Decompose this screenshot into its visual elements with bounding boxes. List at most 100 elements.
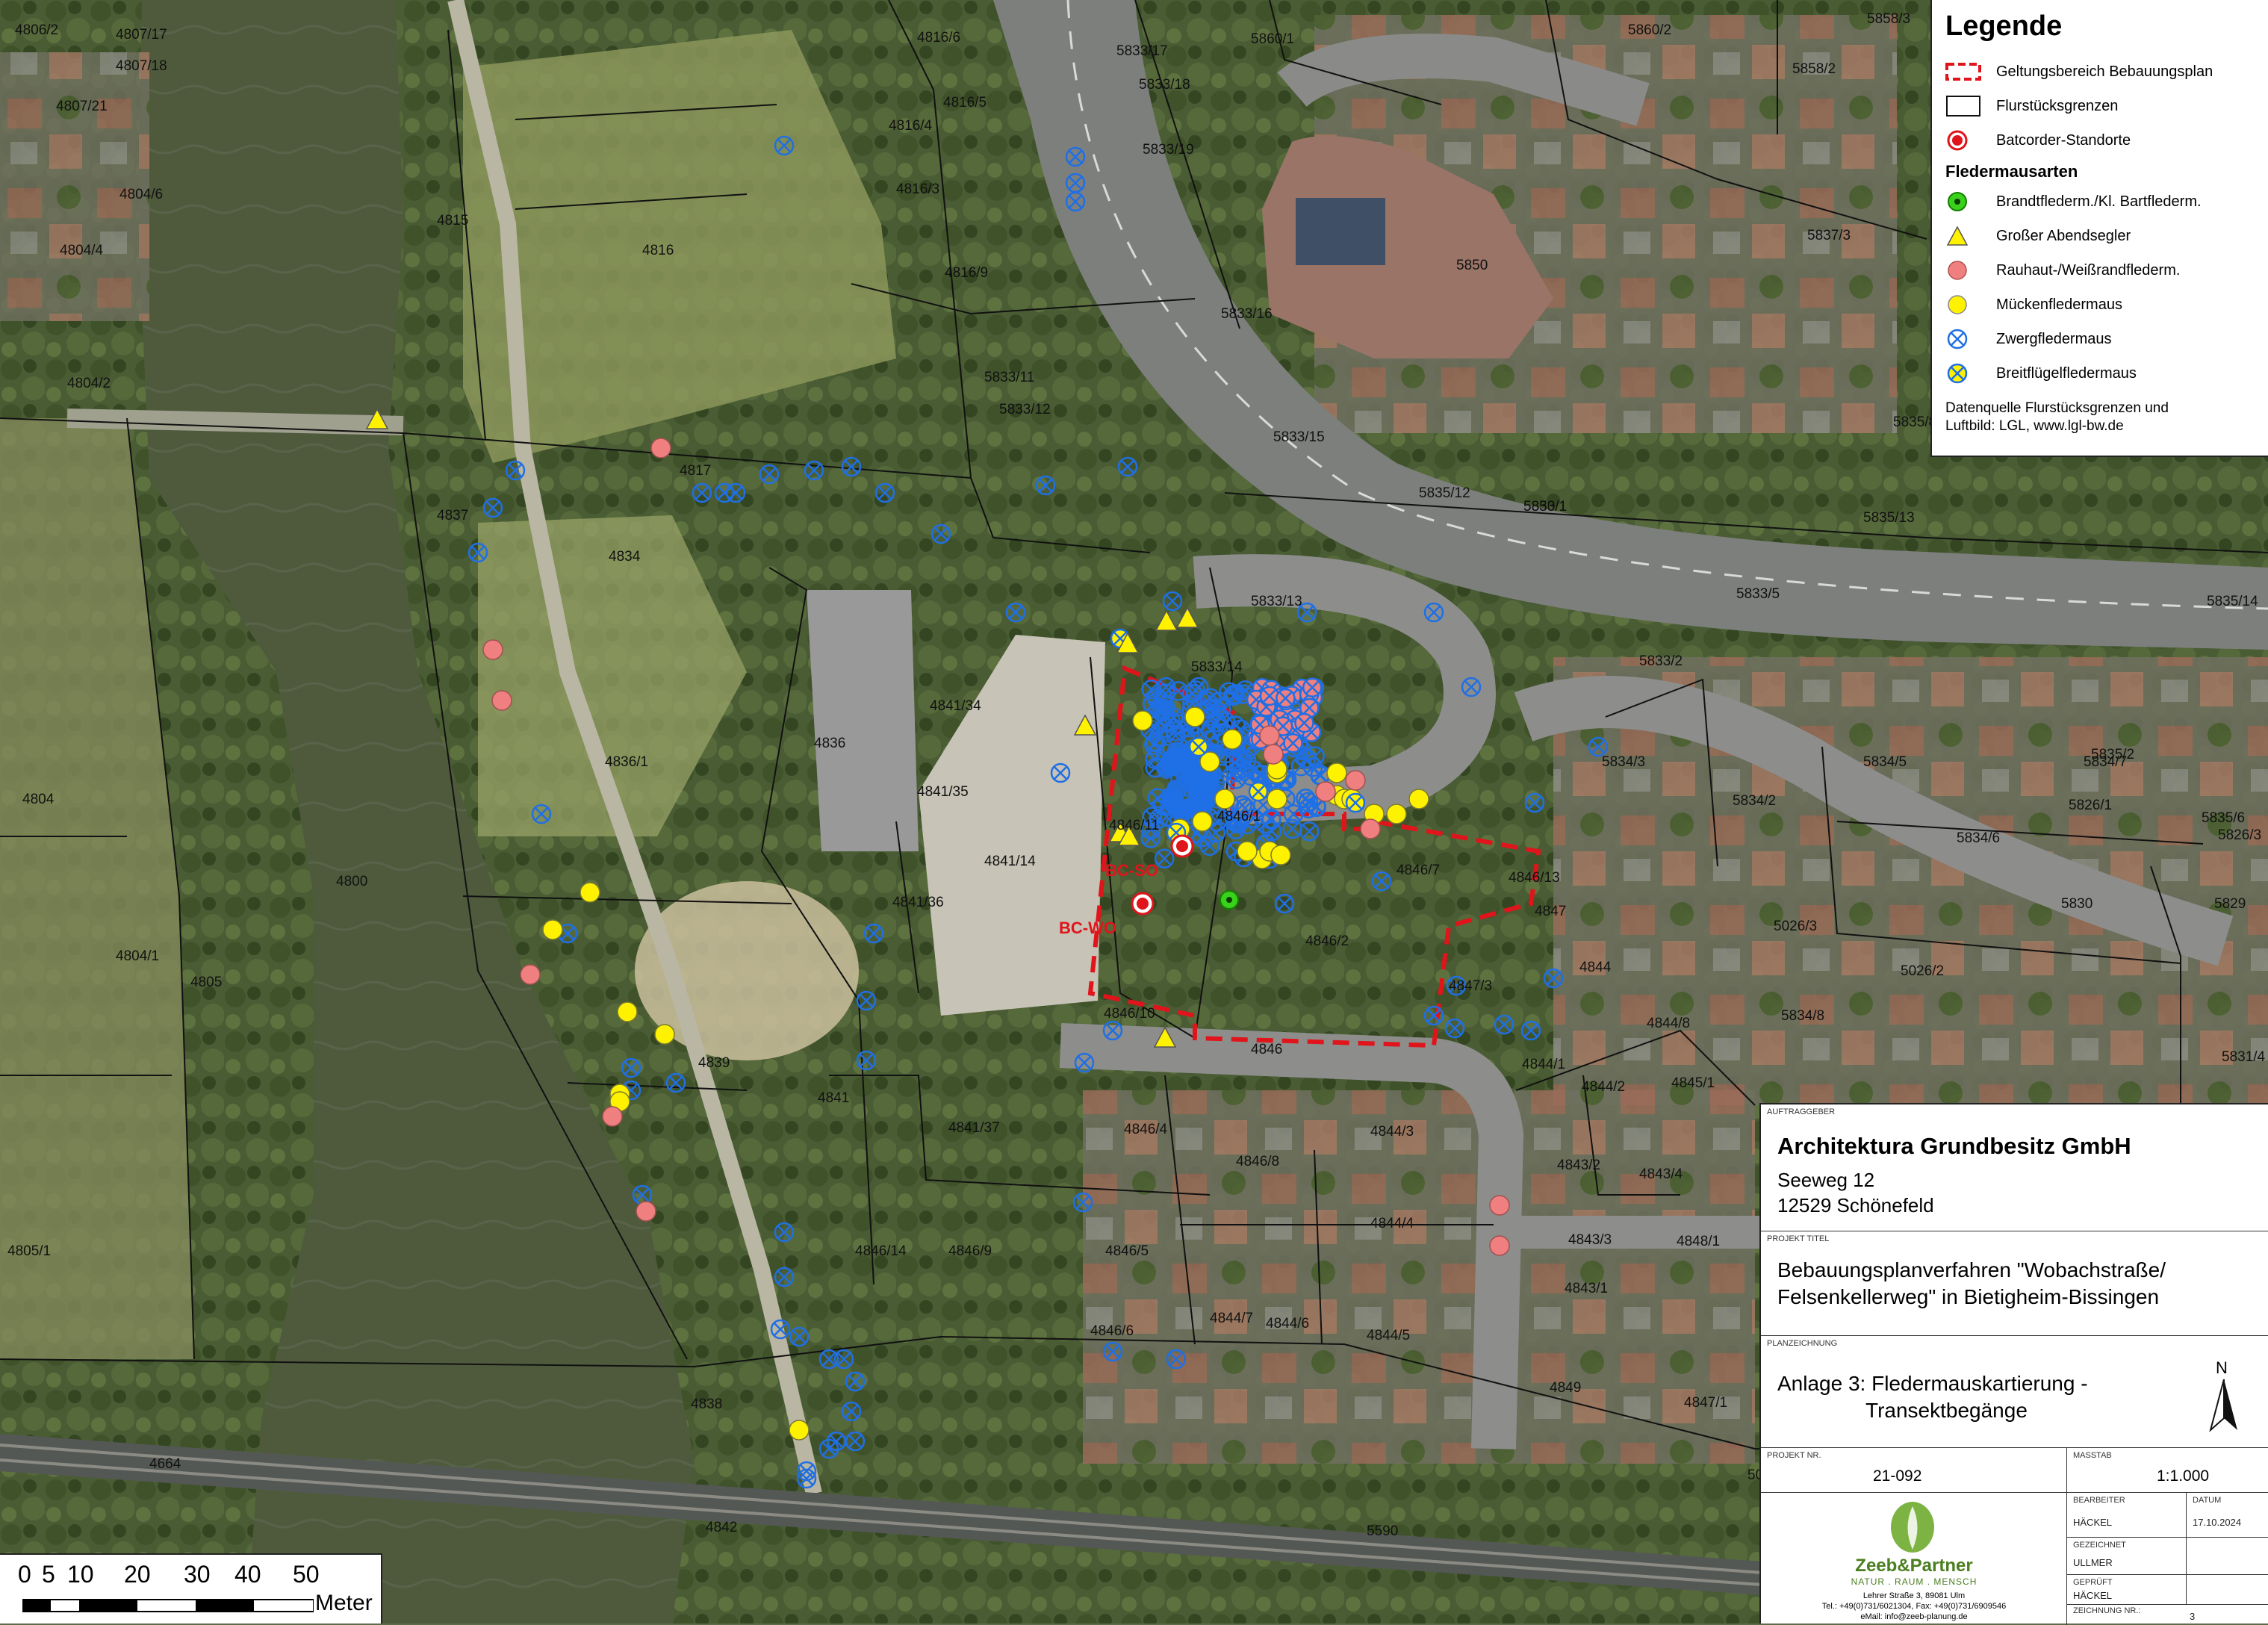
zwergfledermaus-point — [863, 923, 884, 944]
scale-bar: 0 5 10 20 30 40 50 Meter — [0, 1553, 382, 1624]
parcel-label: 4804 — [22, 792, 55, 807]
parcel-label: 4846/8 — [1236, 1154, 1280, 1169]
batcorder-label-wo: BC-WO — [1059, 919, 1116, 937]
mueckenfledermaus-point — [654, 1024, 675, 1045]
zwergfledermaus-point — [1461, 677, 1482, 697]
client-section: AUFTRAGGEBER Architektura Grundbesitz Gm… — [1761, 1104, 2268, 1231]
legend-species-title: Fledermausarten — [1945, 162, 2078, 181]
zwergfledermaus-point — [1494, 1014, 1514, 1035]
parcel-label: 4846/5 — [1105, 1243, 1149, 1259]
abendsegler-point — [365, 408, 389, 429]
legend-row-parcels: Flurstücksgrenzen — [1945, 89, 2268, 123]
zwergfledermaus-point — [1102, 1341, 1123, 1362]
parcel-label: 4846/10 — [1104, 1006, 1155, 1022]
legend-label: Geltungsbereich Bebauungsplan — [1996, 63, 2213, 80]
zwergfledermaus-point — [845, 1371, 866, 1392]
parcel-label: 5850 — [1456, 258, 1488, 273]
zwergfledermaus-point — [930, 523, 951, 544]
parcel-label: 4847 — [1535, 904, 1567, 919]
zwergfledermaus-point — [796, 1468, 817, 1489]
zwergfledermaus-point — [1156, 677, 1176, 697]
legend-source-line: Luftbild: LGL, www.lgl-bw.de — [1945, 418, 2124, 434]
parcel-label: 4844 — [1579, 960, 1612, 975]
legend-label: Flurstücksgrenzen — [1996, 97, 2119, 114]
zwergfledermaus-point — [1005, 602, 1026, 623]
parcel-label: 4816/4 — [889, 118, 933, 134]
local-road — [1514, 676, 2234, 966]
zwergfledermaus-point — [692, 482, 712, 503]
zwergfledermaus-point — [1180, 801, 1199, 819]
apartment-building — [919, 635, 1105, 1016]
brandt-point-center — [1226, 897, 1232, 903]
scale-tick-label: 0 — [18, 1561, 31, 1588]
parcel-label: 5858/2 — [1792, 61, 1836, 77]
drawn-caption: GEZEICHNET — [2073, 1541, 2126, 1550]
client-city: 12529 Schönefeld — [1777, 1194, 1934, 1217]
zwergfledermaus-point — [856, 990, 877, 1011]
zwergfledermaus-point — [759, 464, 780, 485]
scale-cell: MASSTAB 1:1.000 — [2067, 1448, 2268, 1493]
parcel-label: 4841 — [818, 1090, 850, 1106]
parcel-label: 5026/2 — [1901, 963, 1945, 979]
blue-crossed-circle-icon — [1945, 326, 1987, 352]
parcel-label: 4816/3 — [896, 181, 940, 197]
zwergfledermaus-point — [1143, 695, 1163, 715]
parcel-label: 4843/3 — [1568, 1232, 1612, 1248]
parcel-label: 4841/34 — [930, 698, 981, 714]
zwergfledermaus-point — [1274, 893, 1295, 914]
parcel-label: 4804/6 — [119, 187, 164, 202]
parcel-label: 5850/1 — [1523, 499, 1568, 515]
title-block: AUFTRAGGEBER Architektura Grundbesitz Gm… — [1759, 1103, 2268, 1625]
checked-value: HÄCKEL — [2073, 1590, 2113, 1601]
zwergfledermaus-point — [482, 497, 503, 518]
parcel-label: 5858/3 — [1867, 11, 1911, 27]
zwergfledermaus-point — [1035, 475, 1056, 496]
parcel-label: 4816/9 — [945, 265, 989, 281]
rauhaut-point — [1315, 781, 1336, 802]
parcel-label: 5833/17 — [1116, 43, 1168, 59]
client-caption: AUFTRAGGEBER — [1767, 1107, 1836, 1116]
rauhaut-point — [520, 964, 541, 985]
parcel-label: 5026/3 — [1774, 919, 1818, 934]
zwergfledermaus-point — [1259, 686, 1280, 706]
parcel-label: 4846/2 — [1305, 933, 1349, 949]
legend-row-batcorder: Batcorder-Standorte — [1945, 123, 2268, 158]
legend-row-rauhaut: Rauhaut-/Weißrandflederm. — [1945, 253, 2268, 288]
checked-cell: GEPRÜFT HÄCKEL — [2067, 1575, 2187, 1605]
mueckenfledermaus-point — [1199, 751, 1220, 772]
parcel-label: 5835/8 — [1893, 414, 1937, 430]
legend-source-line: Datenquelle Flurstücksgrenzen und — [1945, 400, 2169, 416]
parcel-label: 5834/3 — [1602, 754, 1646, 770]
yellow-crossed-circle-icon — [1945, 360, 1987, 387]
zwergfledermaus-point — [1299, 697, 1320, 718]
parcel-label: 5860/1 — [1251, 31, 1295, 47]
date-value: 17.10.2024 — [2193, 1517, 2242, 1528]
parcel-label: 5835/12 — [1419, 485, 1470, 501]
legend-label: Rauhaut-/Weißrandflederm. — [1996, 261, 2181, 279]
legend-row-abendsegler: Großer Abendsegler — [1945, 219, 2268, 253]
brandt-points — [1220, 890, 1239, 910]
rauhaut-point — [1489, 1195, 1510, 1216]
rauhaut-point — [636, 1201, 656, 1222]
parcel-label: 4846/14 — [855, 1243, 907, 1259]
parcel-label: 4804/1 — [116, 948, 160, 964]
parcel-label: 5833/1 — [1523, 499, 1568, 515]
parcel-label: 4845/1 — [1671, 1075, 1715, 1091]
parcel-label: 4846/1 — [1217, 809, 1261, 824]
zwergfledermaus-point — [1273, 716, 1293, 736]
parcel-label: 4846/11 — [1109, 818, 1160, 833]
project-caption: PROJEKT TITEL — [1767, 1234, 1830, 1243]
zwergfledermaus-point — [1283, 733, 1303, 754]
drawing-title-line: Transektbegänge — [1865, 1399, 2028, 1422]
zwergfledermaus-point — [1296, 602, 1317, 623]
firm-email: eMail: info@zeeb-planung.de — [1860, 1612, 1968, 1621]
riverside-path — [447, 0, 822, 1496]
legend-title: Legende — [1945, 10, 2063, 42]
zwergfledermaus-point — [789, 1326, 810, 1347]
zwergfledermaus-point — [1543, 968, 1564, 989]
drawing-caption: PLANZEICHNUNG — [1767, 1339, 1838, 1348]
parcel-label: 4838 — [691, 1396, 723, 1412]
breitfluegel-point — [1188, 736, 1209, 757]
legend-label: Großer Abendsegler — [1996, 227, 2131, 244]
